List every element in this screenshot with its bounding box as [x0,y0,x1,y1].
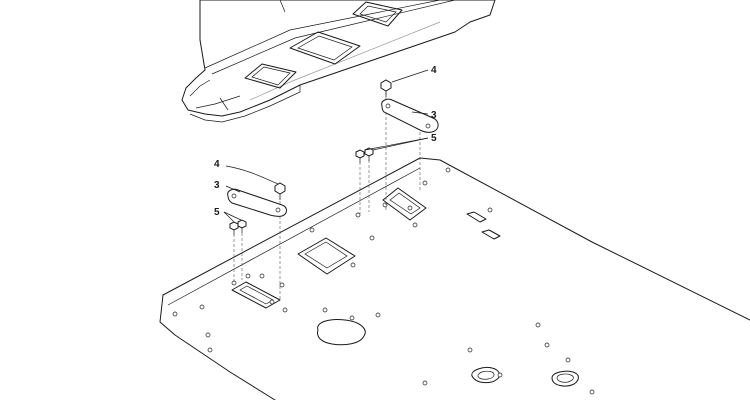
lower-bolt [274,182,286,200]
slot-upper [382,187,427,221]
base-plate [159,157,750,400]
callout-upper-bracket: 3 [431,110,437,121]
upper-bracket [381,98,439,133]
plate-holes [172,167,595,395]
callout-lower-bracket: 3 [214,180,220,191]
callout-lower-screws: 5 [214,207,220,218]
callout-lower-bolt: 4 [214,159,220,170]
cover-panel [181,0,496,123]
panel-window-left [244,63,297,89]
callout-upper-bolt: 4 [431,65,437,76]
alignment-lines [233,92,421,300]
upper-screws [355,147,374,163]
panel-window-right [352,1,403,27]
square-cutout [297,237,356,275]
upper-bolt [380,79,392,97]
callout-labels: 4 3 5 4 3 5 [214,65,437,218]
callout-upper-screws: 5 [431,133,437,144]
lower-bracket [227,188,287,217]
panel-window-center [289,31,361,65]
leader-lines [223,69,429,223]
lower-screws [229,219,247,235]
slot-lower [231,281,281,309]
oval-cutout-bottom [471,367,500,384]
oval-cutout-large [317,319,366,346]
